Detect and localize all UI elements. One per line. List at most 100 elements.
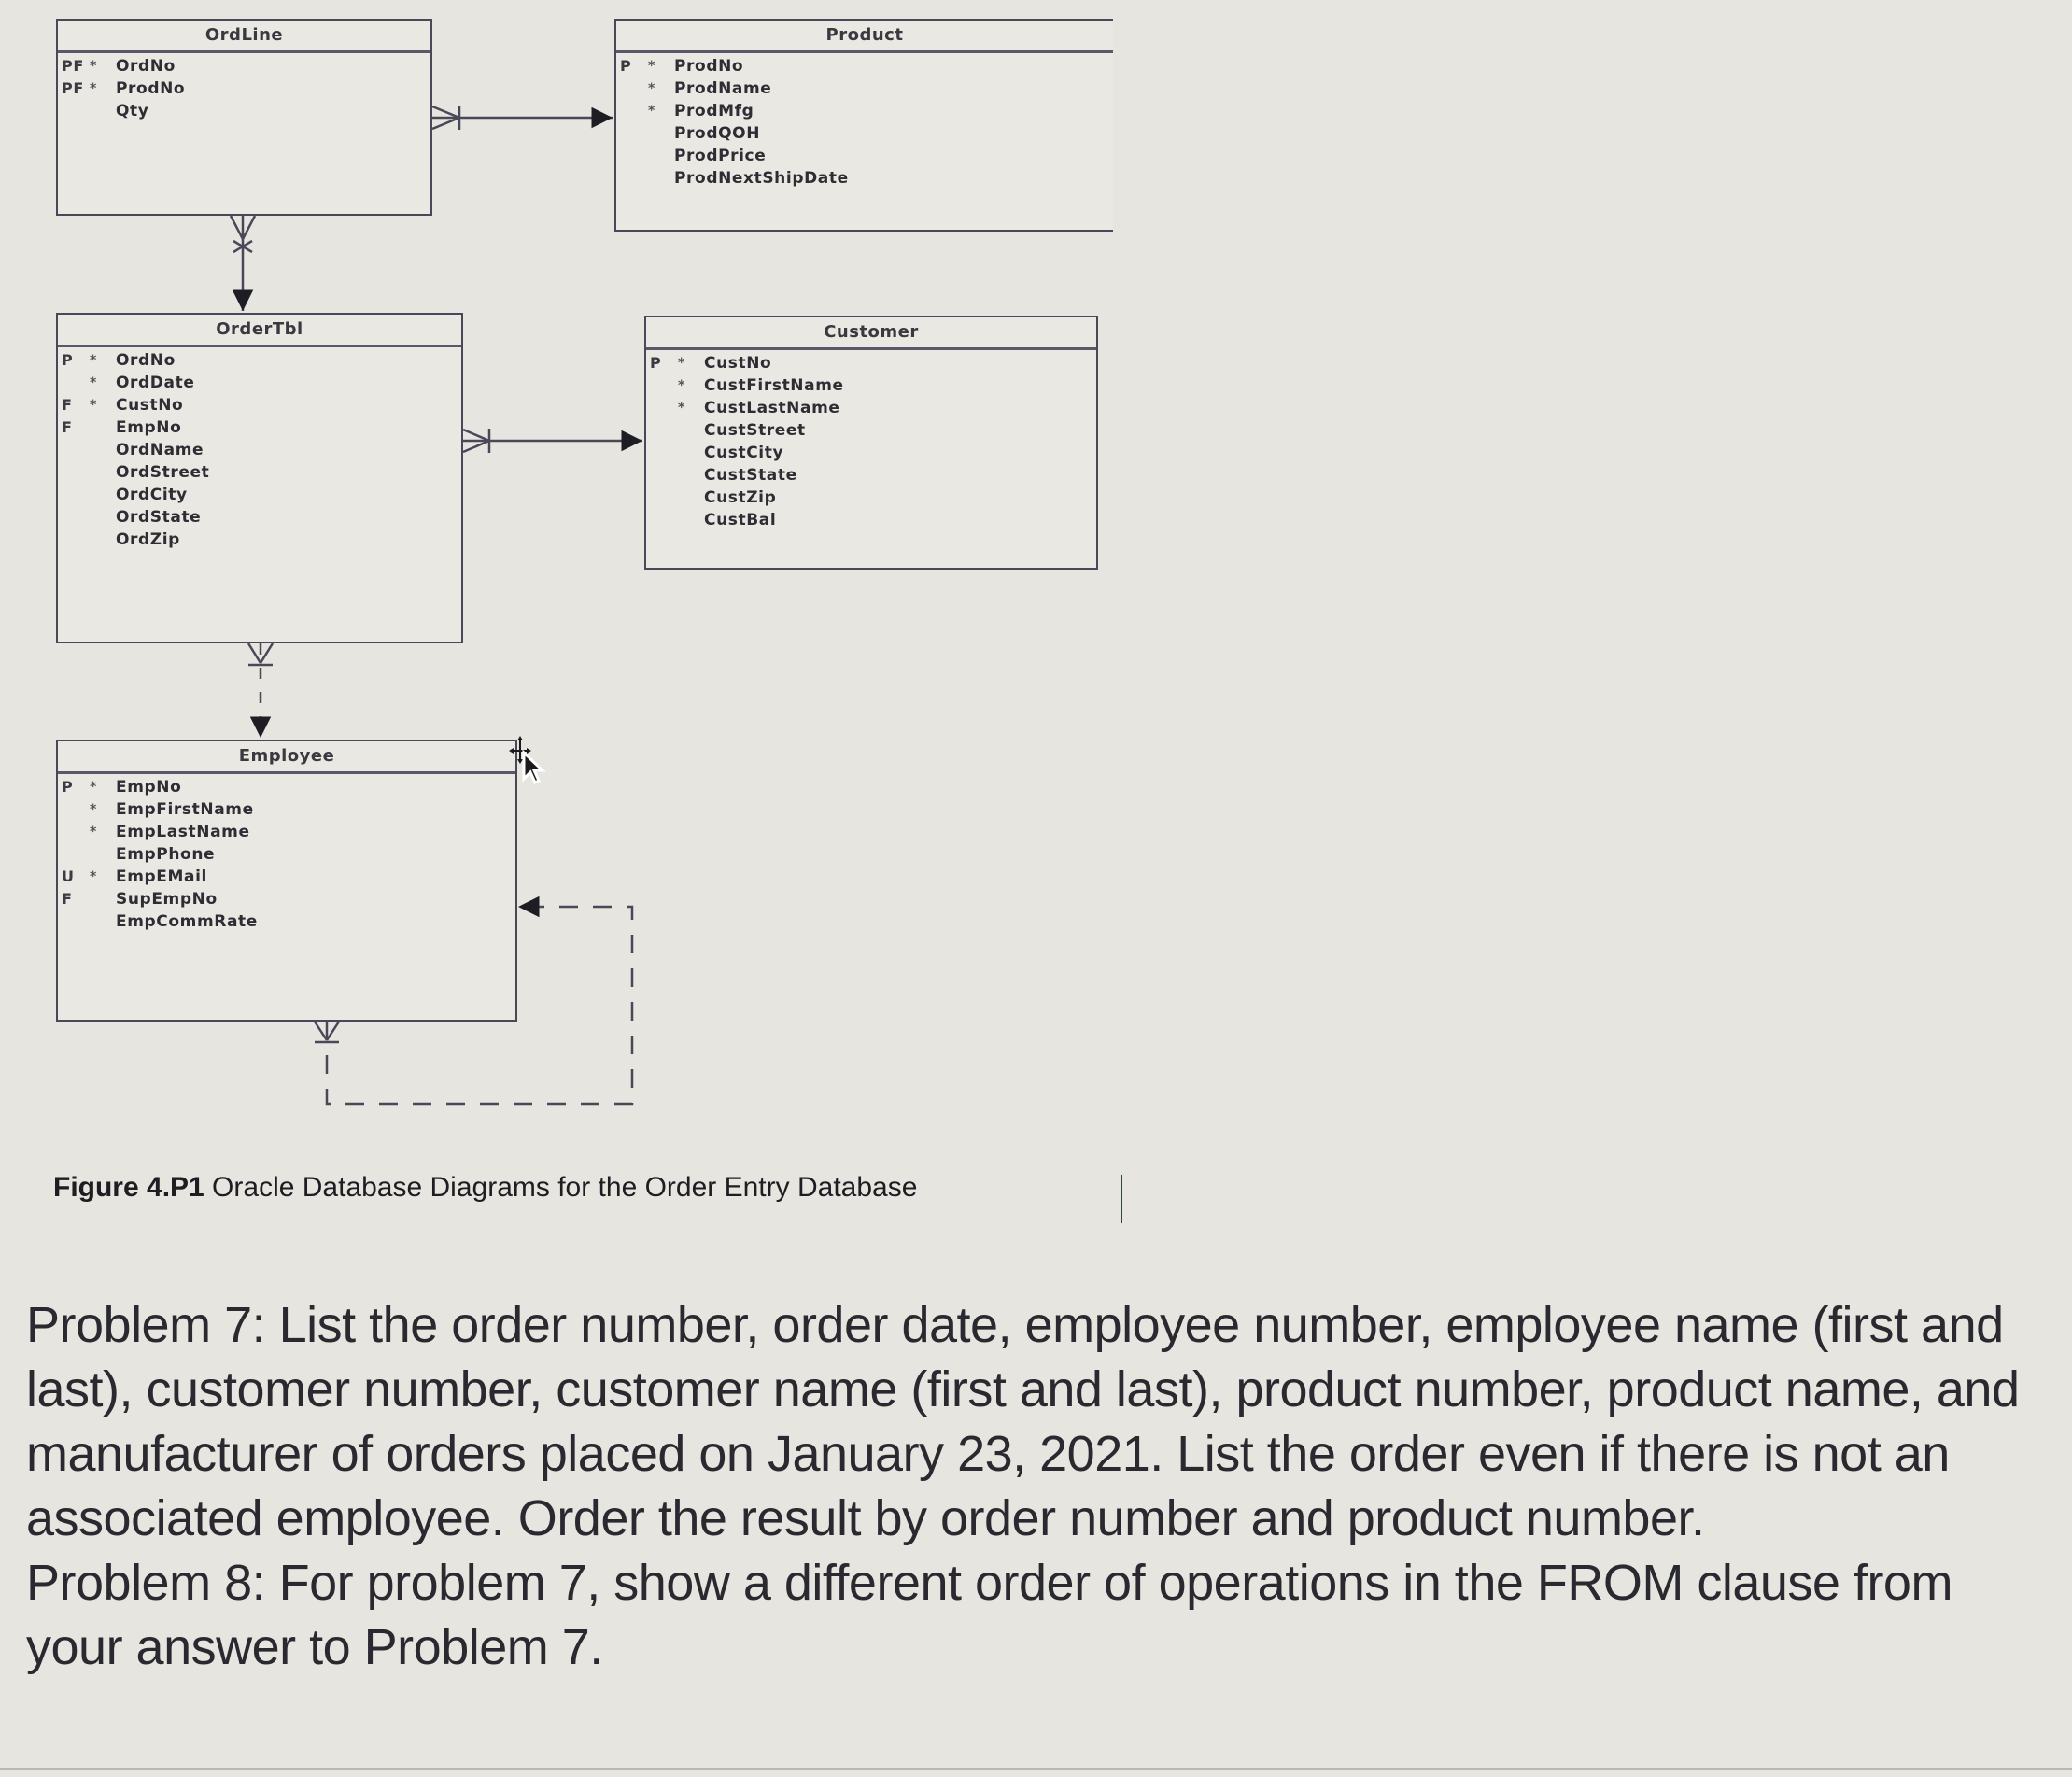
problem-text: Problem 7: List the order number, order … (26, 1293, 2062, 1680)
ordertbl-customer-link (462, 428, 642, 454)
figure-caption-text: Oracle Database Diagrams for the Order E… (204, 1172, 918, 1203)
attribute-name: ProdQOH (674, 124, 761, 143)
attribute-name: EmpFirstName (116, 800, 254, 819)
required-marker: * (90, 353, 97, 368)
attribute-name: Qty (116, 102, 149, 120)
problem-7: Problem 7: List the order number, order … (26, 1297, 2020, 1546)
attribute-name: EmpNo (116, 778, 182, 797)
attribute-name: EmpNo (116, 418, 182, 437)
attribute-row: P * OrdNo (58, 349, 461, 372)
employee-self-link (313, 896, 634, 1106)
required-marker: * (90, 869, 97, 884)
entity-ordline[interactable]: OrdLine PF * OrdNo PF * ProdNo Qty (56, 19, 432, 216)
attribute-name: CustFirstName (704, 376, 844, 395)
required-marker: * (648, 59, 655, 74)
attribute-row: * EmpLastName (58, 821, 515, 843)
key-marker: F (62, 890, 73, 908)
key-marker: U (62, 867, 75, 885)
key-marker: F (62, 418, 73, 436)
attribute-name: CustZip (704, 488, 777, 507)
attribute-name: OrdZip (116, 530, 180, 549)
attribute-list: P*EmpNo * EmpFirstName * EmpLastName EmpPh… (58, 774, 515, 933)
required-marker: * (90, 398, 97, 413)
attribute-row: OrdState (58, 506, 461, 529)
entity-title: Employee (58, 741, 515, 774)
attribute-name: ProdMfg (674, 102, 754, 120)
required-marker: * (90, 59, 97, 74)
attribute-row: PF*ProdNo (58, 78, 430, 100)
attribute-name: ProdNo (674, 57, 744, 76)
entity-title: OrderTbl (58, 315, 461, 347)
problem-8: Problem 8: For problem 7, show a differe… (26, 1555, 1952, 1675)
attribute-row: CustState (646, 464, 1096, 487)
attribute-name: ProdNo (116, 79, 186, 98)
attribute-name: OrdCity (116, 486, 188, 504)
attribute-name: OrdState (116, 508, 202, 527)
attribute-row: * ProdMfg (616, 100, 1113, 122)
attribute-row: CustCity (646, 442, 1096, 464)
attribute-row: Qty (58, 100, 430, 122)
attribute-name: OrdNo (116, 351, 176, 370)
required-marker: * (648, 81, 655, 96)
attribute-name: OrdDate (116, 374, 195, 392)
attribute-row: F SupEmpNo (58, 888, 515, 910)
attribute-name: EmpPhone (116, 845, 216, 864)
attribute-row: OrdZip (58, 529, 461, 551)
attribute-name: EmpCommRate (116, 912, 258, 931)
key-marker: P (650, 354, 662, 372)
entity-customer[interactable]: Customer P*CustNo *CustFirstName *CustLa… (644, 316, 1098, 570)
ordertbl-employee-link (247, 642, 275, 738)
attribute-row: PF * OrdNo (58, 55, 430, 78)
attribute-row: P * ProdNo (616, 55, 1113, 78)
attribute-name: EmpLastName (116, 823, 250, 841)
figure-label: Figure 4.P1 (53, 1172, 204, 1203)
attribute-name: ProdNextShipDate (674, 169, 849, 188)
attribute-name: CustCity (704, 444, 784, 462)
attribute-name: CustState (704, 466, 797, 485)
attribute-row: CustZip (646, 487, 1096, 509)
required-marker: * (648, 104, 655, 119)
required-marker: * (90, 375, 97, 390)
attribute-row: OrdStreet (58, 461, 461, 484)
attribute-row: * CustFirstName (646, 374, 1096, 397)
attribute-list: P * OrdNo * OrdDate F * CustNo F EmpNo OrdName… (58, 347, 461, 551)
attribute-name: CustStreet (704, 421, 806, 440)
required-marker: * (678, 378, 685, 393)
attribute-row: F*CustNo (58, 394, 461, 416)
required-marker: * (90, 81, 97, 96)
entity-title: OrdLine (58, 21, 430, 53)
entity-product[interactable]: Product P * ProdNo *ProdName * ProdMfg Prod… (614, 19, 1113, 232)
figure-caption: Figure 4.P1 Oracle Database Diagrams for… (53, 1172, 917, 1204)
required-marker: * (90, 802, 97, 817)
attribute-name: CustNo (116, 396, 184, 415)
attribute-row: EmpCommRate (58, 910, 515, 933)
attribute-row: EmpPhone (58, 843, 515, 866)
attribute-row: F EmpNo (58, 416, 461, 439)
key-marker: PF (62, 57, 84, 75)
key-marker: P (62, 351, 74, 369)
key-marker: P (620, 57, 632, 75)
attribute-row: OrdCity (58, 484, 461, 506)
attribute-name: CustLastName (704, 399, 840, 417)
entity-title: Product (616, 21, 1113, 53)
attribute-row: *ProdName (616, 78, 1113, 100)
attribute-name: OrdName (116, 441, 204, 459)
attribute-name: SupEmpNo (116, 890, 218, 909)
attribute-row: P*EmpNo (58, 776, 515, 798)
attribute-row: ProdQOH (616, 122, 1113, 145)
required-marker: * (678, 356, 685, 371)
attribute-row: ProdPrice (616, 145, 1113, 167)
attribute-name: OrdNo (116, 57, 176, 76)
bottom-divider (0, 1768, 2072, 1770)
attribute-name: ProdPrice (674, 147, 767, 165)
required-marker: * (90, 825, 97, 839)
ordline-product-link (431, 105, 613, 131)
attribute-row: *CustLastName (646, 397, 1096, 419)
entity-ordertbl[interactable]: OrderTbl P * OrdNo * OrdDate F * CustNo F EmpN… (56, 313, 463, 643)
attribute-row: CustBal (646, 509, 1096, 531)
entity-employee[interactable]: Employee P*EmpNo * EmpFirstName * EmpLastN… (56, 740, 517, 1022)
attribute-row: * OrdDate (58, 372, 461, 394)
attribute-list: P * ProdNo *ProdName * ProdMfg ProdQOH Prod… (616, 53, 1113, 190)
attribute-name: CustBal (704, 511, 777, 529)
